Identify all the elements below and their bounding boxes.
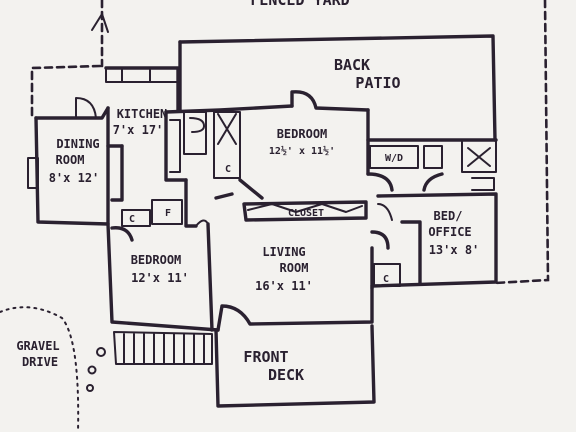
- svg-text:KITCHEN: KITCHEN: [117, 107, 168, 121]
- svg-text:DINING: DINING: [56, 137, 99, 151]
- svg-text:ROOM: ROOM: [56, 153, 85, 167]
- washer-dryer-label: W/D: [385, 153, 403, 164]
- yard-fence: [30, 0, 550, 285]
- svg-text:7'x 17': 7'x 17': [113, 123, 164, 137]
- svg-text:DECK: DECK: [268, 366, 304, 384]
- gravel-drive: GRAVEL DRIVE: [0, 306, 106, 432]
- closet-marker-office: C: [383, 274, 389, 285]
- svg-text:8'x 12': 8'x 12': [49, 171, 100, 185]
- svg-text:12½' x 11½': 12½' x 11½': [269, 145, 335, 157]
- closet-marker-bedroom: C: [129, 214, 135, 225]
- svg-text:BEDROOM: BEDROOM: [131, 253, 182, 267]
- svg-text:DRIVE: DRIVE: [22, 355, 58, 369]
- svg-text:OFFICE: OFFICE: [428, 225, 471, 239]
- svg-text:LIVING: LIVING: [262, 245, 305, 259]
- svg-text:GRAVEL: GRAVEL: [16, 339, 59, 353]
- back-patio: BACK PATIO: [178, 34, 497, 142]
- svg-text:BACK: BACK: [334, 56, 370, 74]
- svg-text:BEDROOM: BEDROOM: [277, 127, 328, 141]
- room-labels: KITCHEN 7'x 17' DINING ROOM 8'x 12' BEDR…: [49, 107, 480, 293]
- svg-text:12'x 11': 12'x 11': [131, 271, 189, 285]
- fixture-labels: CLOSET W/D C C F C: [129, 153, 403, 285]
- svg-text:PATIO: PATIO: [355, 74, 400, 92]
- house-walls: [27, 66, 498, 332]
- closet-label: CLOSET: [288, 208, 324, 219]
- svg-text:BED/: BED/: [434, 209, 463, 223]
- svg-text:13'x 8': 13'x 8': [429, 243, 480, 257]
- closet-marker-top: C: [225, 164, 231, 175]
- svg-text:FRONT: FRONT: [243, 348, 288, 366]
- fridge-marker: F: [165, 208, 171, 219]
- front-deck: FRONT DECK: [113, 324, 376, 408]
- svg-text:16'x 11': 16'x 11': [255, 279, 313, 293]
- svg-text:ROOM: ROOM: [280, 261, 309, 275]
- fenced-yard-label: FENCED YARD: [250, 0, 349, 9]
